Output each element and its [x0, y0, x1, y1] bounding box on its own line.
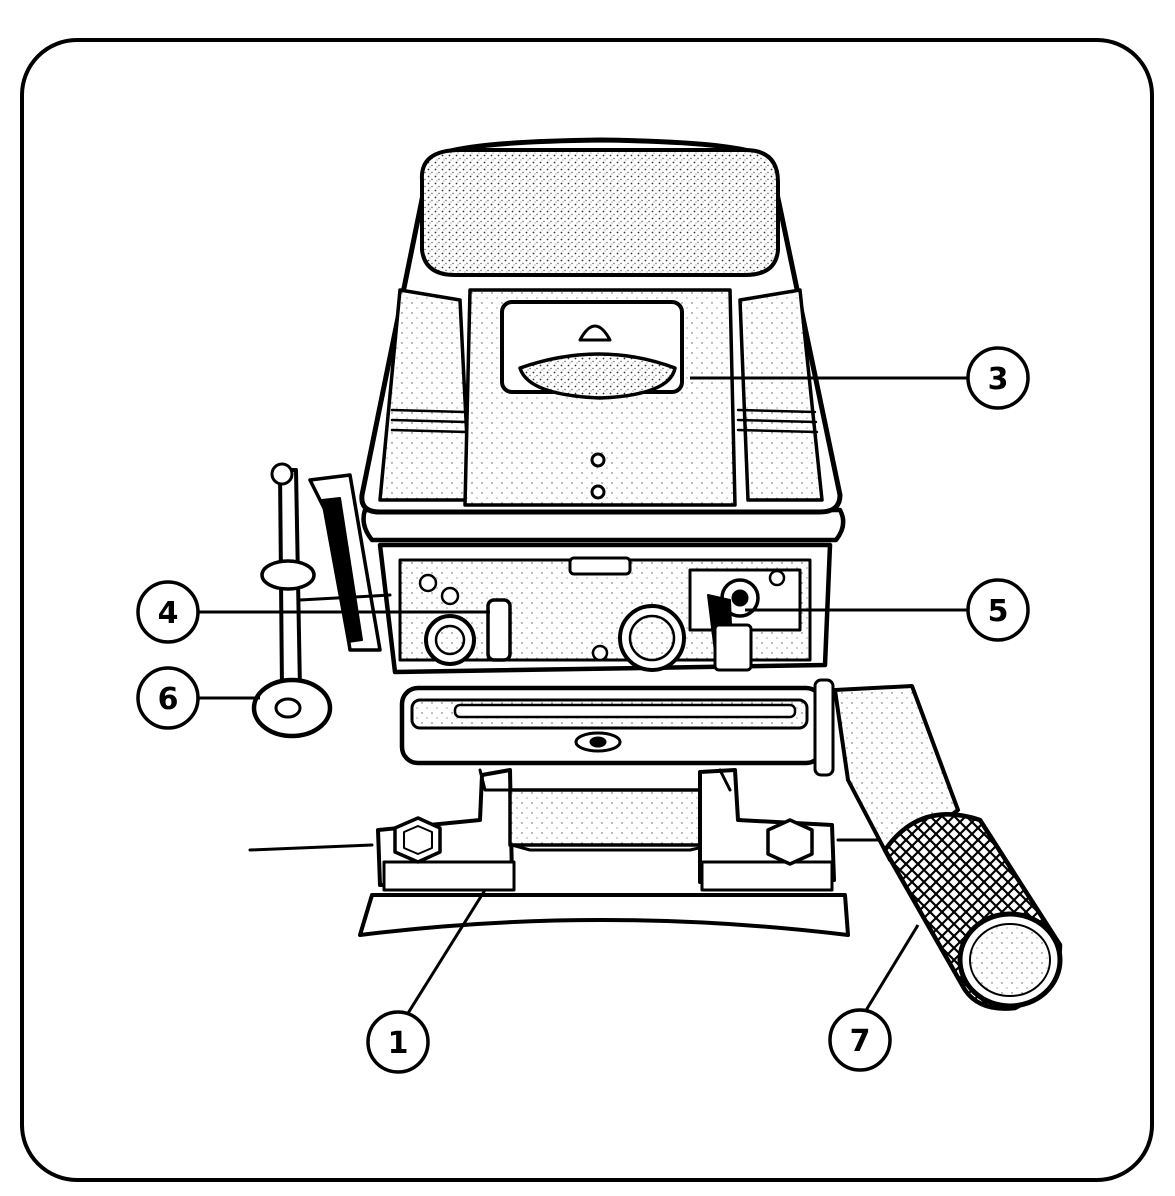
mounting-plate — [358, 893, 850, 937]
callout-5: 5 — [966, 578, 1030, 642]
callout-1: 1 — [366, 1010, 430, 1074]
callout-6-label: 6 — [158, 682, 179, 717]
callouts: 1 3 4 5 6 7 — [136, 346, 1030, 1074]
callout-4-label: 4 — [158, 596, 179, 631]
right-bolt — [766, 818, 814, 866]
left-bolt — [393, 816, 442, 864]
callout-4: 4 — [136, 580, 200, 644]
leader-1 — [403, 889, 487, 1019]
callout-1-label: 1 — [388, 1026, 409, 1061]
seat-drawing — [248, 137, 1063, 1011]
callout-3: 3 — [966, 346, 1030, 410]
callout-3-label: 3 — [988, 362, 1009, 397]
leader-7 — [863, 924, 920, 1013]
callout-6: 6 — [136, 666, 200, 730]
callout-7: 7 — [828, 1008, 892, 1072]
callout-7-label: 7 — [850, 1024, 871, 1059]
weight-indicator — [486, 598, 512, 662]
seat-band — [361, 507, 846, 543]
callout-5-label: 5 — [988, 594, 1009, 629]
leader-lines — [197, 376, 968, 1019]
frame-border — [20, 38, 1154, 1182]
backrest-cushion — [419, 148, 780, 277]
